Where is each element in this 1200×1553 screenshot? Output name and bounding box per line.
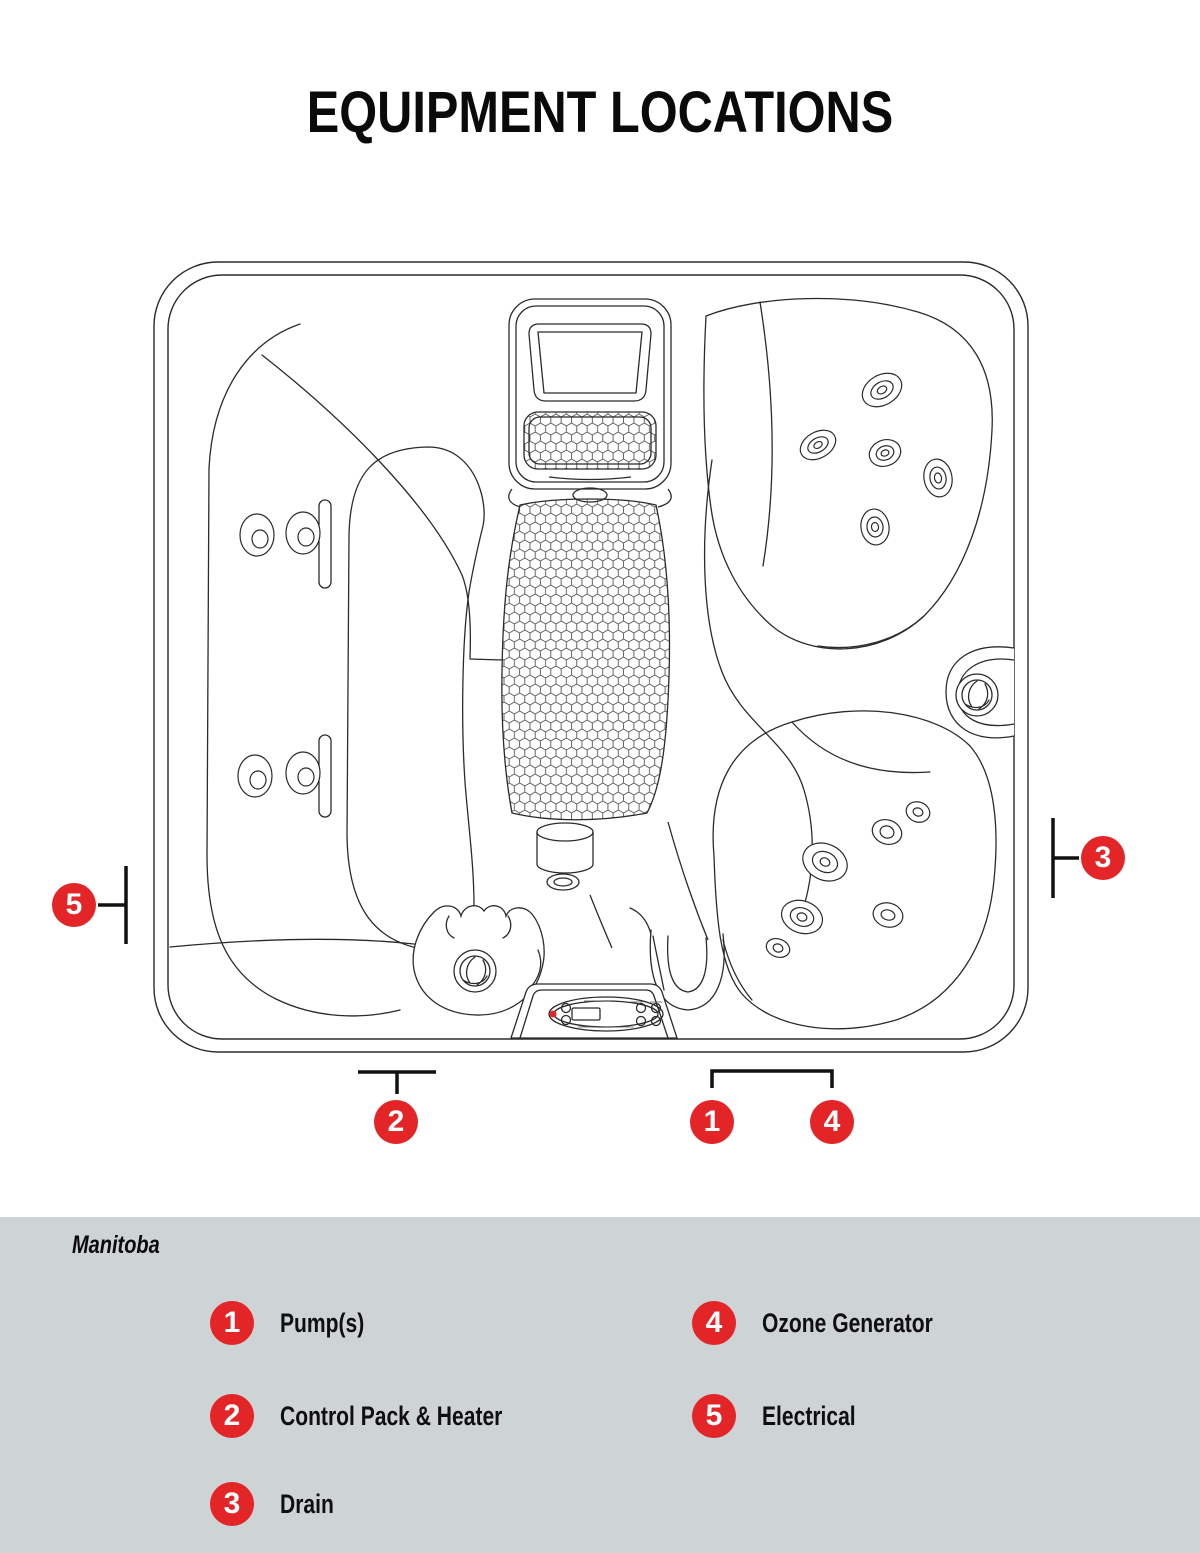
pillow-screen-inner <box>537 331 643 394</box>
corner-seam <box>261 354 471 659</box>
legend-item-ozone: 4 Ozone Generator <box>692 1301 981 1345</box>
legend-region-label: Manitoba <box>72 1231 160 1259</box>
control-display <box>571 1007 601 1021</box>
jet-slot-upper <box>318 499 332 589</box>
legend-badge-3: 3 <box>210 1482 254 1526</box>
callout-line-5 <box>98 866 128 944</box>
legend-badge-5: 5 <box>692 1394 736 1438</box>
legend-badge-4: 4 <box>692 1301 736 1345</box>
callout-line-3 <box>1051 818 1079 898</box>
callout-lines <box>98 818 1079 1094</box>
temp-up-button <box>560 1002 572 1014</box>
center-footwell <box>501 498 709 949</box>
marker-drain: 3 <box>1081 836 1125 880</box>
aux-button <box>650 1015 662 1027</box>
jet <box>237 754 273 798</box>
u-hook <box>629 907 753 1011</box>
jet <box>861 372 903 408</box>
jet <box>872 902 904 928</box>
left-jets <box>237 511 321 798</box>
jet <box>871 819 903 845</box>
legend-item-electrical: 5 Electrical <box>692 1394 882 1438</box>
pillow-screen-outer <box>528 323 652 402</box>
right-seating <box>703 297 997 1030</box>
jet <box>905 801 931 823</box>
jet <box>239 513 275 557</box>
marker-electrical: 5 <box>52 883 96 927</box>
pillow-grille <box>523 411 657 470</box>
callout-line-2 <box>358 1070 436 1094</box>
right-bottom-jets <box>765 801 931 959</box>
temp-down-button <box>560 1014 572 1026</box>
legend-label-pumps: Pump(s) <box>280 1307 365 1338</box>
legend-label-electrical: Electrical <box>762 1400 856 1431</box>
mode-button <box>635 1015 647 1027</box>
right-top-jets <box>799 372 953 546</box>
legend-item-pumps: 1 Pump(s) <box>210 1301 388 1345</box>
marker-control-pack: 2 <box>374 1100 418 1144</box>
hot-tub-diagram: 1 2 3 4 5 <box>52 261 1125 1144</box>
legend-item-drain: 3 Drain <box>210 1482 349 1526</box>
marker-pumps: 1 <box>690 1100 734 1144</box>
topside-control-oval <box>548 996 664 1032</box>
right-filter <box>945 646 1015 739</box>
jet <box>868 439 902 467</box>
diverter-knob-top <box>536 822 594 842</box>
diverter-knob-body <box>536 832 594 874</box>
left-backrest-edge <box>206 323 401 1017</box>
center-right-seam <box>703 459 813 907</box>
marker-ozone: 4 <box>810 1100 854 1144</box>
legend-label-ozone: Ozone Generator <box>762 1307 933 1338</box>
tub-outer-edge <box>153 261 1029 1053</box>
jet <box>860 508 890 546</box>
seam-connector <box>469 658 503 661</box>
jet <box>285 751 321 795</box>
right-bottom-seat <box>712 710 997 1030</box>
legend-badge-2: 2 <box>210 1394 254 1438</box>
legend-badge-1: 1 <box>210 1301 254 1345</box>
jet-slot-lower <box>318 734 332 818</box>
jet <box>802 842 848 882</box>
legend-item-control-pack: 2 Control Pack & Heater <box>210 1394 565 1438</box>
light-button <box>650 1002 662 1014</box>
jets-button <box>635 1002 647 1014</box>
legend-label-drain: Drain <box>280 1488 334 1519</box>
footwell-honeycomb <box>501 498 671 821</box>
callout-line-1-4 <box>710 1069 834 1088</box>
hot-tub-line-art <box>98 261 1079 1094</box>
lounger-outline <box>346 446 485 952</box>
jet <box>799 429 837 461</box>
legend-panel: Manitoba 1 Pump(s) 2 Control Pack & Heat… <box>0 1217 1200 1553</box>
jet <box>923 458 953 498</box>
right-top-seat <box>703 297 993 650</box>
power-led <box>549 1010 557 1018</box>
pillow-module <box>508 298 672 508</box>
jet <box>780 899 824 935</box>
filter-swirl <box>964 680 990 710</box>
legend-label-control-pack: Control Pack & Heater <box>280 1400 503 1431</box>
jet <box>765 937 791 959</box>
jet <box>285 511 321 555</box>
left-filter <box>412 905 545 1016</box>
control-panel <box>510 983 678 1039</box>
page-title: EQUIPMENT LOCATIONS <box>306 79 894 145</box>
filter-swirl <box>462 956 488 986</box>
